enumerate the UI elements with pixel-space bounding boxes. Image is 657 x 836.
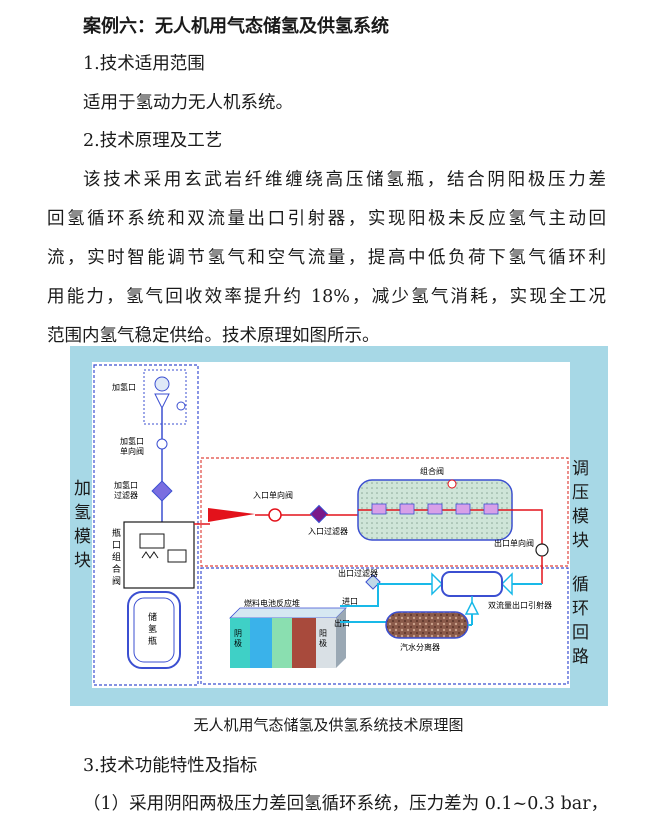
section-3-title: 3.技术功能特性及指标 <box>83 756 258 776</box>
ejector-triangle <box>208 508 255 522</box>
svg-text:单向阀: 单向阀 <box>120 446 144 456</box>
svg-text:组: 组 <box>112 551 121 563</box>
loop-module-label: 循 环 回 路 <box>572 575 589 667</box>
svg-text:口: 口 <box>112 541 121 551</box>
hydrogen-tank <box>127 591 181 669</box>
svg-text:路: 路 <box>572 647 589 667</box>
section-3-item-1: （1）采用阴阳两极压力差回氢循环系统，压力差为 0.1~0.3 bar， <box>83 794 609 814</box>
diagram-caption: 无人机用气态储氢及供氢系统技术原理图 <box>193 716 464 734</box>
pressure-module-label: 调 压 模 块 <box>572 459 589 551</box>
svg-text:氢: 氢 <box>148 623 157 635</box>
section-2-line-4: 用能力，氢气回收效率提升约 18%，减少氢气消耗，实现全工况 <box>47 287 606 307</box>
section-2-line-2: 回氢循环系统和双流量出口引射器，实现阳极未反应氢气主动回 <box>47 209 606 229</box>
cathode-plate <box>230 618 250 668</box>
svg-text:合: 合 <box>112 563 121 575</box>
outlet-check-valve-icon <box>535 543 549 557</box>
fill-module-label: 加 氢 模 块 <box>74 479 91 571</box>
svg-text:阴: 阴 <box>234 629 242 638</box>
section-1-title: 1.技术适用范围 <box>83 54 205 74</box>
fill-port-label: 加氢口 <box>112 382 136 392</box>
fill-port-icon <box>154 376 170 392</box>
anode-label: 阳极 <box>319 629 327 648</box>
loop-module-box <box>200 567 569 685</box>
pressure-module-box <box>200 457 569 567</box>
section-2-title: 2.技术原理及工艺 <box>83 131 223 151</box>
combo-gauge-icon <box>447 479 457 489</box>
svg-text:模: 模 <box>572 507 589 527</box>
svg-text:压: 压 <box>572 483 589 503</box>
inlet-check-label: 入口单向阀 <box>253 490 293 500</box>
svg-text:块: 块 <box>74 551 91 571</box>
svg-text:瓶: 瓶 <box>112 527 121 539</box>
combo-valve-label: 组合阀 <box>420 466 444 476</box>
svg-text:阳: 阳 <box>319 629 327 638</box>
fill-filter-icon <box>151 480 173 502</box>
stack-label: 燃料电池反应堆 <box>244 598 300 608</box>
svg-text:储: 储 <box>148 611 157 623</box>
inlet-check-valve-icon <box>268 508 282 522</box>
water-separator <box>385 611 469 639</box>
svg-text:瓶: 瓶 <box>148 635 157 647</box>
cathode-label: 阴极 <box>234 629 242 648</box>
outlet-filter-label: 出口过滤器 <box>338 568 378 578</box>
section-2-line-3: 流，实时智能调节氢气和空气流量，提高中低负荷下氢气循环利 <box>47 248 606 268</box>
inlet-filter-icon <box>309 504 329 524</box>
svg-text:氢: 氢 <box>74 503 91 523</box>
fill-module-box <box>93 364 199 686</box>
fill-check-valve-icon <box>156 438 168 450</box>
svg-text:加: 加 <box>74 479 91 499</box>
svg-text:过滤器: 过滤器 <box>114 490 138 500</box>
outlet-filter-icon <box>365 574 381 590</box>
ejector-label: 双流量出口引射器 <box>488 600 552 610</box>
svg-text:环: 环 <box>572 599 589 619</box>
tank-label: 储 氢 瓶 <box>148 611 157 647</box>
svg-text:极: 极 <box>319 638 327 648</box>
section-2-line-1: 该技术采用玄武岩纤维缠绕高压储氢瓶，结合阴阳极压力差 <box>83 170 606 190</box>
outlet-check-label: 出口单向阀 <box>494 538 534 548</box>
bottle-valve-box <box>123 521 195 589</box>
gauge-icon <box>176 401 186 411</box>
fill-port-box <box>143 369 187 425</box>
ejector-body <box>441 571 503 597</box>
svg-text:加氢口: 加氢口 <box>120 436 144 446</box>
svg-text:加氢口: 加氢口 <box>114 480 138 490</box>
svg-text:极: 极 <box>234 638 242 648</box>
svg-text:块: 块 <box>572 531 589 551</box>
section-2-line-5: 范围内氢气稳定供给。技术原理如图所示。 <box>47 326 380 346</box>
separator-label: 汽水分离器 <box>400 642 440 652</box>
section-1-body: 适用于氢动力无人机系统。 <box>83 93 293 113</box>
inlet-filter-label: 入口过滤器 <box>308 526 348 536</box>
anode-plate <box>316 618 336 668</box>
bottle-valve-label: 瓶 口 组 合 阀 <box>112 527 121 587</box>
inlet-label: 进口 <box>342 597 358 606</box>
svg-text:循: 循 <box>572 575 589 595</box>
svg-text:模: 模 <box>74 527 91 547</box>
case-heading: 案例六：无人机用气态储氢及供氢系统 <box>83 16 389 37</box>
svg-text:阀: 阀 <box>112 576 121 587</box>
svg-text:调: 调 <box>572 459 589 479</box>
svg-text:回: 回 <box>572 623 589 643</box>
